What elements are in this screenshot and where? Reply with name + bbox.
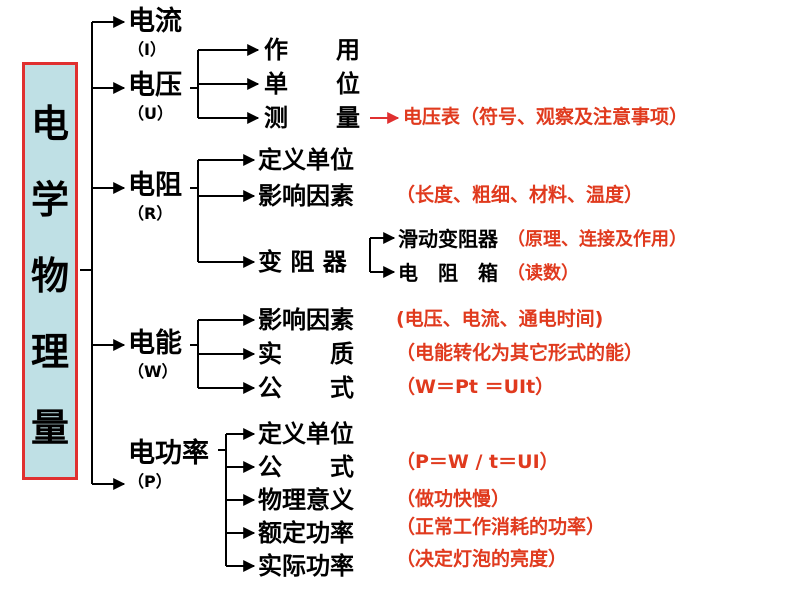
root-box: 电 学 物 理 量 [22, 62, 78, 480]
branch-resistance-symbol: （R） [128, 204, 173, 223]
root-char: 量 [30, 406, 69, 450]
root-char: 电 [30, 102, 69, 146]
branch-current: 电流 [128, 6, 182, 37]
rheostat-sub-slide: 滑动变阻器 [398, 227, 498, 251]
root-char: 学 [30, 178, 69, 222]
energy-item: 公 式 [258, 374, 354, 402]
power-item: 额定功率 [258, 519, 354, 547]
power-item: 公 式 [258, 453, 354, 481]
branch-voltage-symbol: （U） [128, 104, 173, 123]
voltage-item: 测 量 [264, 104, 360, 132]
energy-item: 影响因素 [258, 306, 354, 334]
branch-resistance: 电阻 [128, 170, 182, 201]
resistance-rheostat: 变 阻 器 [258, 248, 347, 276]
branch-current-symbol: （I） [128, 40, 166, 59]
rheostat-sub-slide-note: （原理、连接及作用） [507, 229, 687, 250]
branch-power: 电功率 [128, 438, 209, 469]
voltage-item: 单 位 [264, 70, 360, 98]
energy-note: （W＝Pt ＝UIt） [396, 376, 555, 398]
rheostat-sub-box-note: （读数） [507, 263, 579, 284]
power-item: 实际功率 [258, 552, 354, 580]
rheostat-sub-box: 电 阻 箱 [398, 261, 498, 285]
energy-note: （电能转化为其它形式的能） [396, 342, 644, 364]
energy-note: (电压、电流、通电时间) [396, 308, 604, 330]
root-char: 物 [30, 254, 69, 298]
branch-energy: 电能 [128, 328, 182, 359]
voltage-item: 作 用 [264, 36, 360, 64]
power-note: （正常工作消耗的功率） [396, 516, 606, 538]
power-note: （做功快慢） [396, 488, 511, 510]
resistance-factors-note: （长度、粗细、材料、温度） [396, 184, 644, 206]
power-note: （决定灯泡的亮度） [396, 548, 568, 570]
resistance-definition: 定义单位 [258, 146, 354, 174]
power-note: （P＝W / t＝UI） [396, 451, 559, 473]
branch-energy-symbol: （W） [128, 362, 178, 381]
energy-item: 实 质 [258, 340, 354, 368]
power-item: 物理意义 [258, 486, 354, 514]
resistance-factors: 影响因素 [258, 182, 354, 210]
voltage-measure-note: 电压表（符号、观察及注意事项） [403, 106, 689, 128]
branch-voltage: 电压 [128, 70, 182, 101]
branch-power-symbol: （P） [128, 472, 172, 491]
root-char: 理 [30, 330, 69, 374]
power-item: 定义单位 [258, 420, 354, 448]
